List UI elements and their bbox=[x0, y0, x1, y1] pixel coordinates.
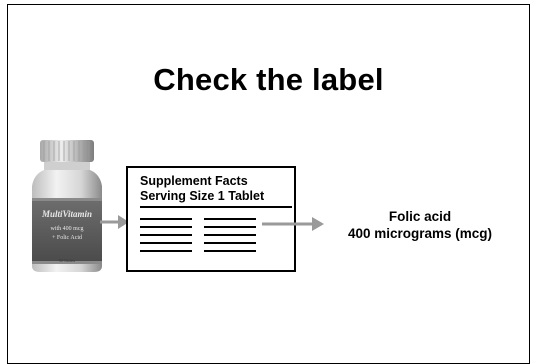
bottle-folic-text: + Folic Acid bbox=[51, 235, 83, 241]
supplement-bottle-image bbox=[32, 140, 102, 272]
arrow-to-result-icon bbox=[262, 217, 324, 231]
label-serving-size: Serving Size 1 Tablet bbox=[140, 189, 265, 203]
result-amount: 400 micrograms (mcg) bbox=[347, 226, 493, 241]
label-row-line bbox=[140, 250, 192, 252]
arrow-to-label-icon bbox=[100, 215, 129, 229]
bottle-brand-text: MultiVitamin bbox=[41, 209, 93, 219]
label-row-line bbox=[140, 218, 192, 220]
bottle-count-text: 90 Tablets bbox=[58, 258, 76, 263]
result-nutrient: Folic acid bbox=[388, 209, 452, 224]
label-row-line bbox=[204, 226, 256, 228]
label-row-line bbox=[204, 250, 256, 252]
label-row-line bbox=[204, 218, 256, 220]
label-heading: Supplement Facts bbox=[140, 174, 248, 188]
label-row-line bbox=[204, 234, 256, 236]
supplement-facts-label: Supplement Facts Serving Size 1 Tablet bbox=[126, 166, 296, 272]
bottle-dose-text: with 400 mcg bbox=[50, 226, 84, 232]
label-row-line bbox=[140, 234, 192, 236]
label-row-line bbox=[140, 226, 192, 228]
label-rule bbox=[140, 206, 292, 208]
slide-title: Check the label bbox=[153, 62, 384, 97]
label-row-line bbox=[204, 242, 256, 244]
label-row-line bbox=[140, 242, 192, 244]
